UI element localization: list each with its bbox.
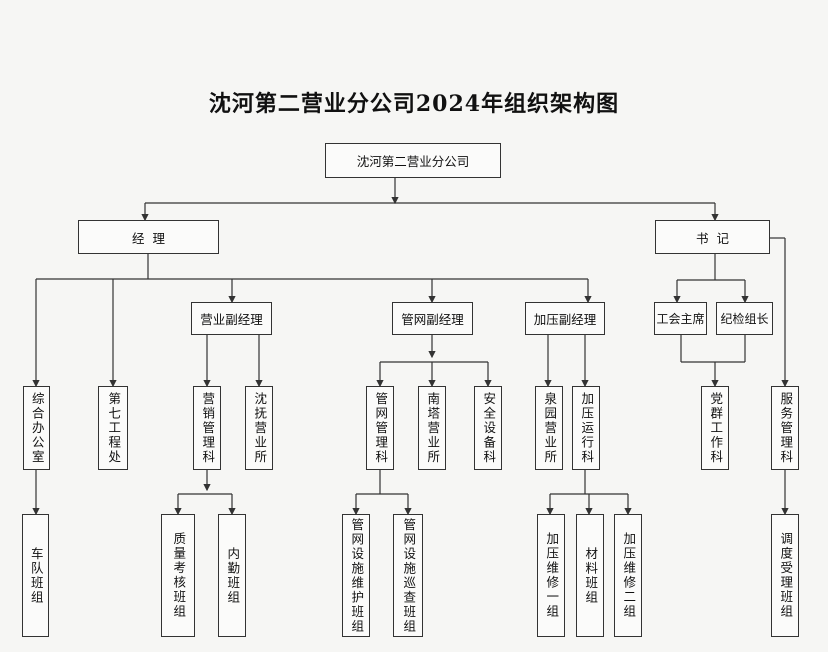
node-secretary: 书 记: [655, 220, 770, 254]
node-quality-check: 质量考核班组: [161, 514, 195, 637]
node-discipline-leader: 纪检组长: [716, 302, 773, 335]
node-dispatch-team: 调度受理班组: [771, 514, 799, 637]
node-union-chair-label: 工会主席: [656, 312, 705, 326]
node-pressure-operation-label: 加压运行科: [579, 391, 595, 465]
node-pressure-operation: 加压运行科: [572, 386, 600, 470]
node-materials-team: 材料班组: [576, 514, 604, 637]
node-materials-team-label: 材料班组: [583, 546, 599, 605]
node-pressure-vice-label: 加压副经理: [533, 312, 597, 327]
node-pressure-vice: 加压副经理: [525, 302, 605, 335]
node-internal-affairs-label: 内勤班组: [225, 546, 241, 605]
node-pressure-repair-1-label: 加压维修一组: [544, 532, 560, 619]
node-shenfu-office: 沈抚营业所: [245, 386, 273, 470]
node-facility-maint: 管网设施维护班组: [342, 514, 370, 637]
node-pressure-repair-1: 加压维修一组: [537, 514, 565, 637]
node-internal-affairs: 内勤班组: [218, 514, 246, 637]
node-facility-patrol-label: 管网设施巡查班组: [401, 517, 417, 634]
node-quanyuan-office: 泉园营业所: [535, 386, 563, 470]
node-nanta-office-label: 南塔营业所: [425, 391, 441, 465]
node-general-office-label: 综合办公室: [29, 391, 45, 465]
chart-title: 沈河第二营业分公司2024年组织架构图: [208, 91, 620, 117]
node-party-mass-label: 党群工作科: [708, 391, 724, 465]
node-safety-equipment: 安全设备科: [474, 386, 502, 470]
node-pressure-repair-2-label: 加压维修二组: [621, 532, 637, 619]
node-marketing-mgmt-label: 营销管理科: [200, 391, 216, 465]
node-quality-check-label: 质量考核班组: [171, 532, 187, 619]
node-nanta-office: 南塔营业所: [418, 386, 446, 470]
node-network-vice: 管网副经理: [392, 302, 473, 335]
node-vehicle-team: 车队班组: [22, 514, 49, 637]
node-safety-equipment-label: 安全设备科: [481, 391, 497, 465]
node-secretary-label: 书 记: [696, 230, 729, 246]
node-manager-label: 经 理: [132, 230, 165, 246]
node-marketing-mgmt: 营销管理科: [193, 386, 221, 470]
node-service-mgmt-label: 服务管理科: [778, 391, 794, 465]
node-network-vice-label: 管网副经理: [401, 312, 464, 327]
node-party-mass: 党群工作科: [701, 386, 729, 470]
node-seventh-engineering-label: 第七工程处: [106, 391, 122, 465]
node-pressure-repair-2: 加压维修二组: [614, 514, 642, 637]
node-sales-vice-label: 营业副经理: [200, 312, 263, 327]
node-sales-vice: 营业副经理: [191, 302, 272, 335]
node-quanyuan-office-label: 泉园营业所: [542, 391, 558, 465]
node-network-mgmt: 管网管理科: [366, 386, 394, 470]
node-facility-maint-label: 管网设施维护班组: [349, 517, 365, 634]
node-union-chair: 工会主席: [654, 302, 707, 335]
node-dispatch-team-label: 调度受理班组: [778, 532, 794, 619]
node-service-mgmt: 服务管理科: [771, 386, 799, 470]
node-vehicle-team-label: 车队班组: [28, 546, 44, 605]
node-root-label: 沈河第二营业分公司: [356, 154, 470, 169]
node-facility-patrol: 管网设施巡查班组: [393, 514, 423, 637]
node-network-mgmt-label: 管网管理科: [373, 391, 389, 465]
node-manager: 经 理: [78, 220, 219, 254]
node-discipline-leader-label: 纪检组长: [720, 312, 769, 326]
node-general-office: 综合办公室: [23, 386, 50, 470]
node-root: 沈河第二营业分公司: [325, 143, 501, 178]
node-shenfu-office-label: 沈抚营业所: [252, 391, 268, 465]
node-seventh-engineering: 第七工程处: [98, 386, 128, 470]
